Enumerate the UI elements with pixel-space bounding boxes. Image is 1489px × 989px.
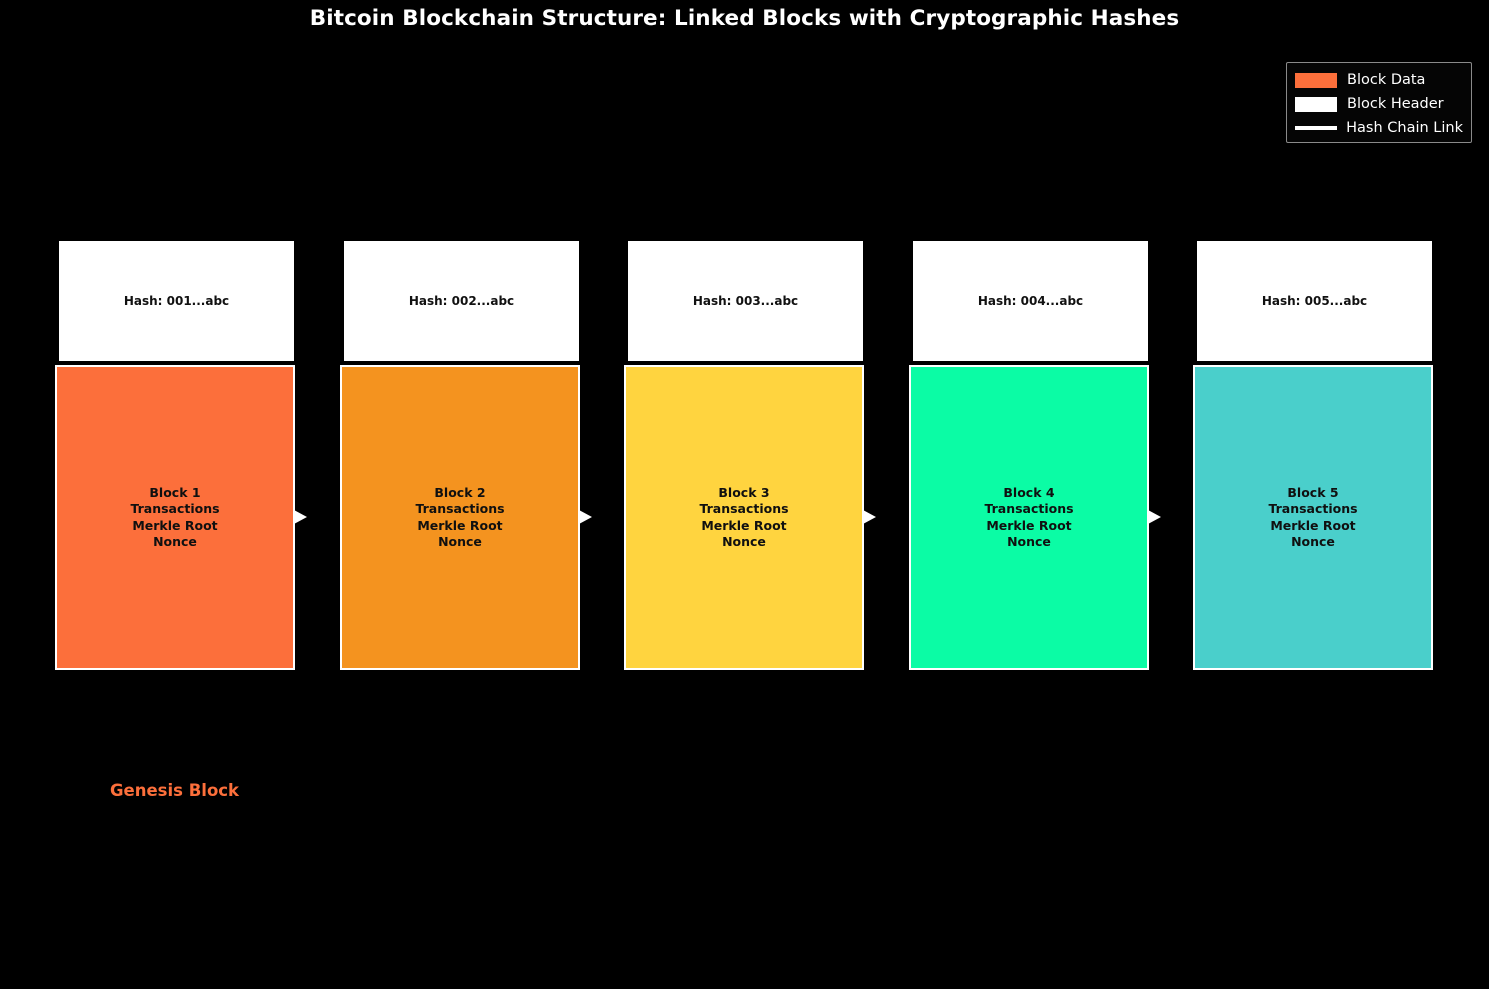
- block-1-body-text: Block 1 Transactions Merkle Root Nonce: [130, 484, 220, 549]
- block-data-swatch-wrap: [1295, 72, 1341, 88]
- block-5-header: Hash: 005...abc: [1197, 241, 1432, 361]
- hash-chain-link-arrow-2: [579, 510, 592, 524]
- hash-chain-link-arrow-3: [863, 510, 876, 524]
- block-3-hash-label: Hash: 003...abc: [692, 294, 799, 308]
- block-header-swatch: [1295, 96, 1337, 112]
- block-1-hash-label: Hash: 001...abc: [123, 294, 230, 308]
- block-2-body-text: Block 2 Transactions Merkle Root Nonce: [415, 484, 505, 549]
- block-4-hash-label: Hash: 004...abc: [977, 294, 1084, 308]
- legend-label-block-header: Block Header: [1347, 95, 1444, 112]
- block-3-body: Block 3 Transactions Merkle Root Nonce: [624, 365, 864, 670]
- block-1-body: Block 1 Transactions Merkle Root Nonce: [55, 365, 295, 670]
- block-header-swatch-wrap: [1295, 96, 1341, 112]
- hash-chain-link-arrow-4: [1148, 510, 1161, 524]
- block-3-header: Hash: 003...abc: [628, 241, 863, 361]
- block-4-header: Hash: 004...abc: [913, 241, 1148, 361]
- block-3-body-text: Block 3 Transactions Merkle Root Nonce: [699, 484, 789, 549]
- block-5-body-text: Block 5 Transactions Merkle Root Nonce: [1268, 484, 1358, 549]
- block-2-body: Block 2 Transactions Merkle Root Nonce: [340, 365, 580, 670]
- block-1-header: Hash: 001...abc: [59, 241, 294, 361]
- legend-item-block-data: Block Data: [1295, 68, 1463, 92]
- legend-item-block-header: Block Header: [1295, 92, 1463, 116]
- block-4-body-text: Block 4 Transactions Merkle Root Nonce: [984, 484, 1074, 549]
- genesis-block-annotation: Genesis Block: [110, 781, 240, 800]
- page-title: Bitcoin Blockchain Structure: Linked Blo…: [309, 6, 1180, 31]
- block-2-hash-label: Hash: 002...abc: [408, 294, 515, 308]
- hash-chain-link-arrow-1: [294, 510, 307, 524]
- block-4-body: Block 4 Transactions Merkle Root Nonce: [909, 365, 1149, 670]
- hash-chain-link-swatch-wrap: [1295, 126, 1340, 130]
- legend-label-hash-chain-link: Hash Chain Link: [1346, 119, 1463, 136]
- block-data-swatch: [1295, 72, 1337, 88]
- legend-item-hash-chain-link: Hash Chain Link: [1295, 116, 1463, 140]
- legend: Block Data Block Header Hash Chain Link: [1286, 62, 1472, 143]
- legend-label-block-data: Block Data: [1347, 71, 1426, 88]
- block-5-body: Block 5 Transactions Merkle Root Nonce: [1193, 365, 1433, 670]
- hash-chain-link-swatch: [1295, 126, 1337, 130]
- block-2-header: Hash: 002...abc: [344, 241, 579, 361]
- block-5-hash-label: Hash: 005...abc: [1261, 294, 1368, 308]
